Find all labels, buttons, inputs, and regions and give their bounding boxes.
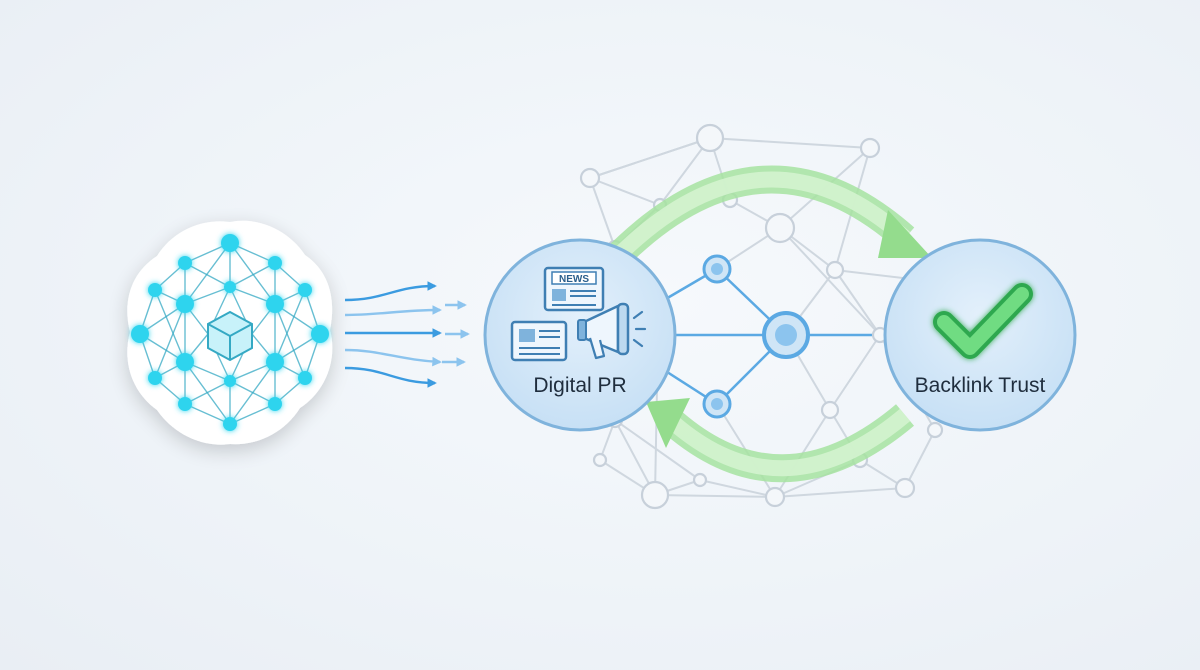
network-node: [820, 400, 840, 420]
ai-network-node: [148, 371, 162, 385]
network-edge: [589, 137, 711, 179]
network-node: [825, 260, 845, 280]
network-edge: [904, 429, 936, 489]
ai-network-node: [176, 295, 194, 313]
network-node: [764, 486, 786, 508]
arrow-right-icon: [344, 348, 442, 367]
ai-network-edge: [184, 361, 231, 425]
network-edge: [654, 494, 776, 498]
hub-nodes: [702, 254, 810, 419]
ai-network-node: [268, 256, 282, 270]
network-edge: [589, 177, 616, 249]
network-edge: [589, 177, 661, 206]
ai-network-edge: [274, 303, 306, 379]
network-node: [764, 212, 796, 244]
ai-network-edge: [139, 303, 186, 335]
network-node: [579, 167, 601, 189]
cycle-arrows: [601, 165, 932, 483]
ai-network-node: [311, 325, 329, 343]
network-node: [695, 123, 725, 153]
ai-network-node: [148, 283, 162, 297]
ai-network-node: [178, 256, 192, 270]
network-node: [859, 137, 881, 159]
network-node: [926, 421, 944, 439]
network-node: [692, 472, 708, 488]
cube-edge: [207, 323, 253, 360]
ai-network-edge: [274, 303, 321, 335]
ai-network-node: [223, 417, 237, 431]
ai-network-edge: [229, 361, 276, 425]
ai-network-node: [298, 283, 312, 297]
ai-network-edge: [184, 403, 231, 425]
arrow-right-icon: [344, 281, 437, 302]
newspaper-icon: NEWS: [543, 266, 605, 312]
neural-network-icon: [131, 234, 329, 431]
network-node: [640, 480, 670, 510]
ai-network-edge: [154, 303, 186, 379]
network-edge: [699, 479, 776, 498]
ai-network-edge: [229, 403, 276, 425]
network-edge: [834, 269, 881, 336]
megaphone-icon: [577, 302, 647, 360]
cycle-arrowhead-bottom: [646, 398, 690, 448]
flow-arrows: [344, 281, 470, 388]
network-node: [894, 477, 916, 499]
network-edge: [709, 137, 871, 149]
arrow-right-icon: [344, 305, 442, 317]
ai-network-node: [266, 353, 284, 371]
arrow-right-icon: [344, 366, 437, 388]
network-node: [592, 452, 608, 468]
network-edge: [779, 227, 881, 336]
ai-network-edge: [184, 262, 231, 288]
digital-pr-node: NEWS Digital PR: [483, 238, 677, 432]
ai-network-node: [224, 375, 236, 387]
digital-pr-label: Digital PR: [533, 374, 626, 397]
ai-network-edge: [154, 289, 186, 363]
network-edge: [614, 419, 701, 481]
ai-network-edge: [184, 242, 231, 305]
network-edge: [614, 419, 656, 496]
ai-network-node: [221, 234, 239, 252]
checkmark-icon: [933, 283, 1033, 359]
backlink-trust-label: Backlink Trust: [915, 374, 1046, 397]
ai-network-node: [176, 353, 194, 371]
ai-network-node: [266, 295, 284, 313]
ai-network-node: [298, 371, 312, 385]
ai-network-node: [224, 281, 236, 293]
cycle-arrowhead-top: [878, 210, 932, 258]
newspaper-icon-secondary: [510, 320, 568, 362]
ai-network-node: [131, 325, 149, 343]
news-badge: NEWS: [559, 274, 589, 285]
ai-network-node: [178, 397, 192, 411]
ai-network-edge: [229, 262, 276, 288]
ai-network-edge: [229, 242, 276, 305]
ai-network-node: [268, 397, 282, 411]
backlink-trust-node: Backlink Trust: [883, 238, 1077, 432]
network-edge: [774, 487, 906, 498]
ai-network-edge: [274, 289, 306, 363]
network-edge: [829, 334, 881, 411]
